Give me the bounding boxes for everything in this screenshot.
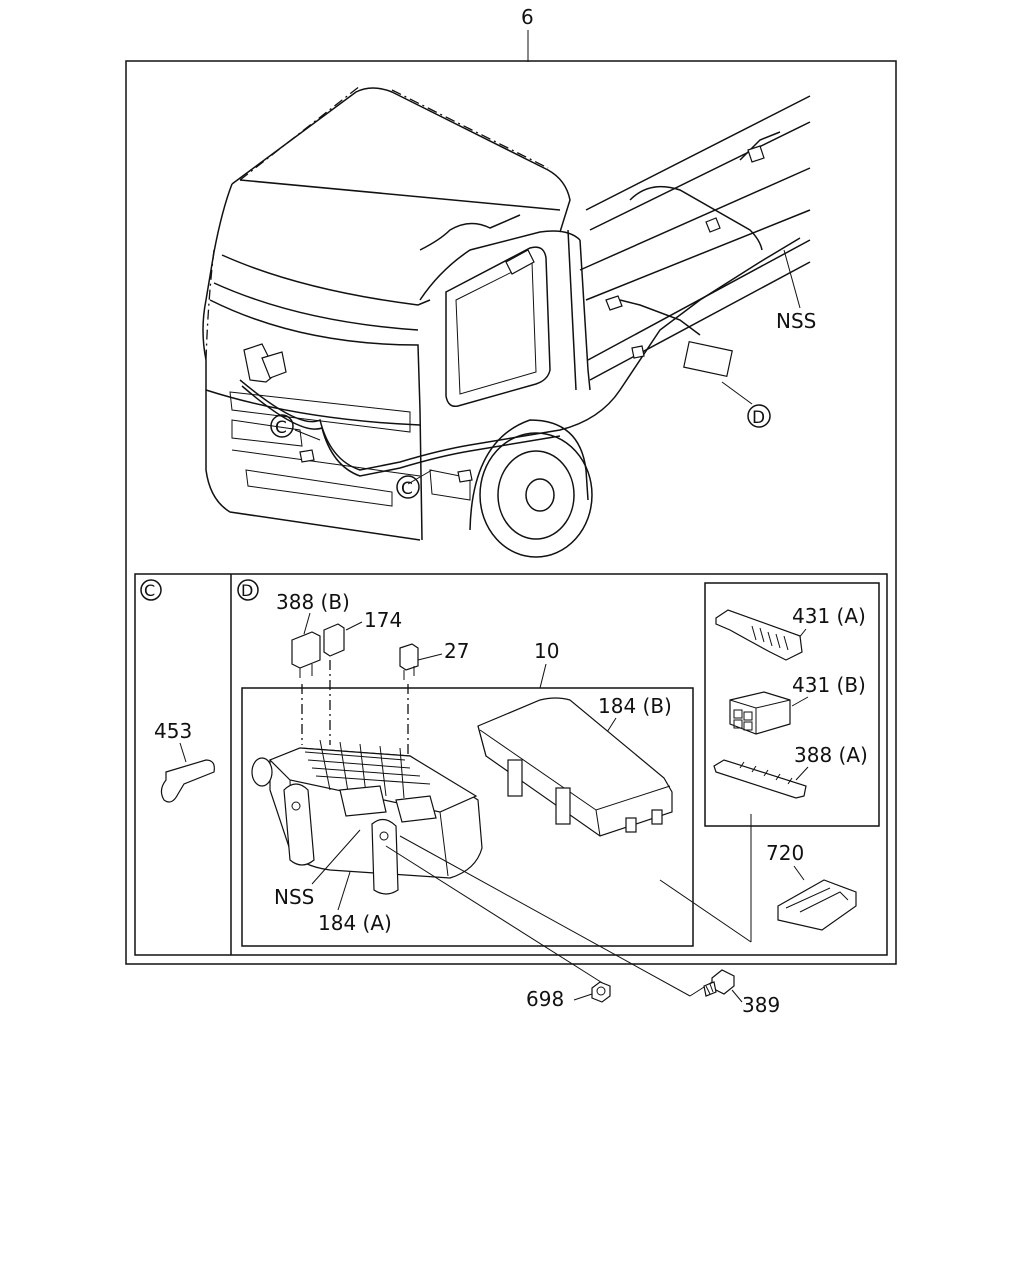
detail-view-d: D 388 (B) 174 27 10 — [237, 579, 880, 947]
relay-388b[interactable] — [291, 631, 321, 669]
detail-c-label: C — [144, 581, 155, 600]
clip-453[interactable] — [160, 759, 215, 803]
nut-698[interactable] — [591, 981, 611, 1003]
callout-nss-main[interactable]: NSS — [776, 309, 816, 333]
callout-27[interactable]: 27 — [444, 639, 469, 663]
fuse-box-184a[interactable] — [251, 739, 483, 895]
callout-c-circle-left[interactable]: C — [270, 414, 294, 438]
assembly-number-6[interactable]: 6 — [521, 5, 534, 29]
connector-431b[interactable] — [729, 691, 791, 735]
callout-10[interactable]: 10 — [534, 639, 559, 663]
callout-184b[interactable]: 184 (B) — [598, 694, 672, 718]
callout-388a[interactable]: 388 (A) — [794, 743, 868, 767]
callout-c-label-left: C — [275, 418, 287, 438]
relay-174[interactable] — [323, 623, 345, 657]
bolt-389[interactable] — [703, 969, 735, 997]
connector-431a[interactable] — [715, 609, 803, 661]
callout-720[interactable]: 720 — [766, 841, 804, 865]
callout-431a[interactable]: 431 (A) — [792, 604, 866, 628]
fuse-box-assembly-10 — [241, 687, 694, 947]
callout-388b[interactable]: 388 (B) — [276, 590, 350, 614]
connector-388a[interactable] — [713, 759, 807, 799]
detail-view-c: C 453 — [140, 579, 215, 803]
callout-389[interactable]: 389 — [742, 993, 780, 1017]
callout-431b[interactable]: 431 (B) — [792, 673, 866, 697]
callout-698[interactable]: 698 — [526, 987, 564, 1011]
main-frame — [125, 60, 897, 965]
detail-panel-frame — [134, 573, 888, 956]
truck-illustration — [202, 85, 811, 558]
callout-453[interactable]: 453 — [154, 719, 192, 743]
detail-d-label: D — [241, 581, 253, 600]
callout-184a[interactable]: 184 (A) — [318, 911, 392, 935]
callout-nss-box[interactable]: NSS — [274, 885, 314, 909]
fuse-27[interactable] — [399, 643, 419, 671]
callout-c-circle-right[interactable]: C — [396, 475, 420, 499]
connector-subpanel — [704, 582, 880, 827]
bracket-720[interactable] — [777, 879, 857, 931]
callout-c-label-right: C — [401, 479, 413, 499]
cover-184b[interactable] — [477, 697, 673, 837]
callout-174[interactable]: 174 — [364, 608, 402, 632]
callout-d-circle[interactable]: D — [747, 404, 771, 428]
callout-d-label: D — [752, 408, 765, 428]
